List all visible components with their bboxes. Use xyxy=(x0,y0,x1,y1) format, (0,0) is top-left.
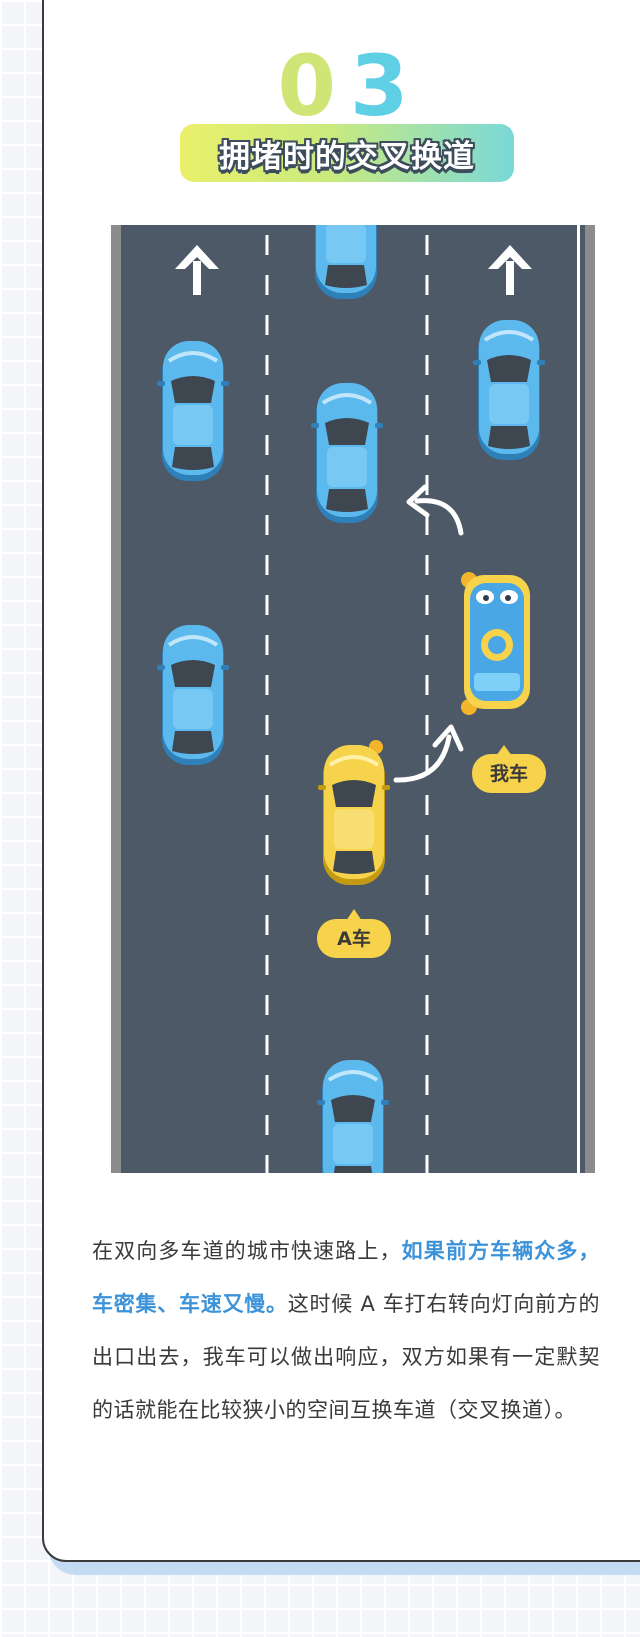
my-car-label: 我车 xyxy=(490,762,528,785)
description-text-1: 在双向多车道的城市快速路上， xyxy=(92,1239,402,1263)
my-car-icon xyxy=(461,572,530,715)
road-edge-line-right xyxy=(577,225,580,1173)
lane-change-arrowhead-right xyxy=(432,724,464,752)
road-edge-right xyxy=(585,225,595,1173)
car-a-label-bubble: A车 xyxy=(317,909,391,958)
car-a-label: A车 xyxy=(337,927,371,950)
section-title-badge: 拥堵时的交叉换道 xyxy=(180,124,514,182)
blue-car-icon xyxy=(308,225,384,301)
road-edge-left xyxy=(111,225,121,1173)
section-number-digit-1: 3 xyxy=(350,44,423,118)
section-number: 03 xyxy=(0,44,640,118)
section-title: 拥堵时的交叉换道 xyxy=(219,138,475,175)
lane-change-arrowhead-left xyxy=(406,484,430,518)
car-a-icon xyxy=(316,740,392,887)
description-text-2: 这时候 A 车打右转向灯向前方的出口出去，我车可以做出响应，双方如果有一定默契的… xyxy=(92,1292,600,1422)
lane-change-arrow-right xyxy=(393,734,452,783)
lane-change-arrow-left xyxy=(414,498,464,536)
my-car-label-bubble: 我车 xyxy=(472,745,546,793)
blue-car-icon xyxy=(315,1058,391,1173)
blue-car-icon xyxy=(155,339,231,483)
blue-car-icon xyxy=(471,318,547,462)
blue-car-icon xyxy=(309,381,385,525)
section-number-digit-0: 0 xyxy=(277,44,350,118)
description-highlight: 如果前方车辆众多，车密集、车速又慢。 xyxy=(92,1239,601,1316)
blue-car-icon xyxy=(155,623,231,767)
road-illustration: 我车 A车 xyxy=(111,225,595,1173)
description-paragraph: 在双向多车道的城市快速路上，如果前方车辆众多，车密集、车速又慢。这时候 A 车打… xyxy=(92,1225,600,1437)
